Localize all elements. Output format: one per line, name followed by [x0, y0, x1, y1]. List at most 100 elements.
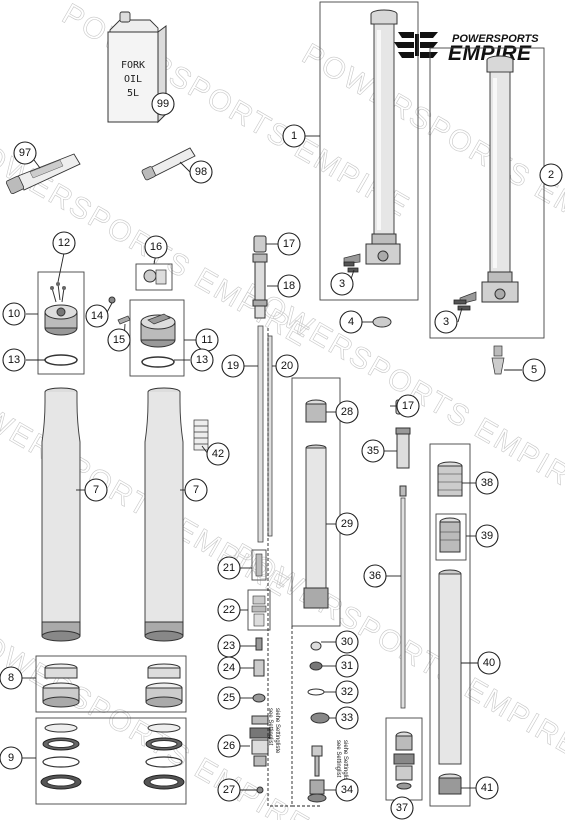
callout-label: 42 [212, 448, 224, 460]
ring-32 [307, 688, 325, 696]
callout: 20 [275, 354, 299, 378]
oil-can-line2: OIL [124, 74, 142, 85]
callout: 15 [107, 328, 131, 352]
callout-label: 2 [548, 169, 554, 181]
callout: 2 [539, 163, 563, 187]
bushings-right [145, 663, 183, 708]
inner-tube-right-7 [144, 387, 184, 642]
callout-label: 27 [223, 784, 235, 796]
callout-label: 14 [91, 310, 103, 322]
callout-label: 23 [223, 640, 235, 652]
screw-15 [117, 315, 131, 325]
callout-label: 98 [195, 166, 207, 178]
callout: 27 [217, 778, 241, 802]
callout: 3 [330, 272, 354, 296]
callout: 18 [277, 274, 301, 298]
piston-39 [435, 513, 467, 561]
oil-can-line1: FORK [121, 60, 145, 71]
washer-25 [252, 693, 266, 703]
settings-note-2-line1: siehe Settingliste [342, 740, 348, 786]
callout: 4 [339, 310, 363, 334]
callout-label: 18 [283, 280, 295, 292]
ball-14 [108, 296, 116, 304]
needle-rod-20 [267, 335, 273, 537]
callout-label: 97 [19, 147, 31, 159]
callout-label: 7 [193, 484, 199, 496]
callouts: 1 2 3 3 4 5 7 7 8 9 10 11 12 13 13 14 15… [0, 92, 563, 820]
inner-tube-left-7 [41, 387, 81, 642]
callout-label: 3 [339, 278, 345, 290]
callout-label: 19 [227, 360, 239, 372]
callout: 11 [195, 328, 219, 352]
spring-clips-42 [193, 419, 209, 451]
cartridge-box [291, 377, 341, 627]
callout-label: 13 [196, 354, 208, 366]
callout: 29 [335, 512, 359, 536]
callout-label: 5 [531, 364, 537, 376]
damper-column-left: siehe Settingliste see Settinglist [247, 235, 280, 794]
callout: 8 [0, 666, 23, 690]
callout: 99 [151, 92, 175, 116]
adjuster-tube-18 [252, 253, 268, 319]
callout: 40 [477, 651, 501, 675]
callout-label: 16 [150, 241, 162, 253]
settings-note-1-line2: see Settinglist [267, 708, 273, 746]
callout: 39 [475, 524, 499, 548]
callout-label: 8 [8, 672, 14, 684]
callout: 7 [184, 478, 208, 502]
callout-label: 37 [396, 802, 408, 814]
washer-31 [309, 661, 323, 671]
top-cap-left-box [37, 271, 85, 375]
cartridge-head-28 [305, 399, 327, 423]
callout: 16 [144, 235, 168, 259]
outer-tube-right-box [429, 47, 545, 339]
callout-label: 15 [113, 334, 125, 346]
callout-label: 38 [481, 477, 493, 489]
callout: 25 [217, 686, 241, 710]
valve-21 [251, 549, 267, 581]
callout-label: 28 [341, 406, 353, 418]
top-cap-right [140, 313, 176, 348]
brand-emblem-icon [394, 32, 438, 58]
cartridge-tube-29 [303, 444, 329, 609]
callout-label: 13 [8, 354, 20, 366]
top-cap-left [44, 282, 78, 336]
callout-label: 17 [283, 238, 295, 250]
callout-label: 41 [481, 782, 493, 794]
callout: 10 [2, 302, 26, 326]
settings-note-1-line1: siehe Settingliste [274, 708, 280, 754]
damper-column-right [385, 399, 423, 801]
callout: 26 [217, 734, 241, 758]
callout-label: 40 [483, 657, 495, 669]
cartridge-column: siehe Settingliste see Settinglist [291, 377, 348, 803]
callout: 41 [475, 776, 499, 800]
callout-label: 9 [8, 752, 14, 764]
callout-label: 25 [223, 692, 235, 704]
callout: 1 [282, 124, 306, 148]
washer-30 [310, 641, 322, 651]
callout-label: 20 [281, 360, 293, 372]
callout: 5 [522, 358, 546, 382]
brand-top-label: POWERSPORTS [452, 33, 539, 45]
brand-logo: POWERSPORTS EMPIRE [394, 32, 539, 65]
piston-rod-19 [257, 325, 264, 543]
callout-label: 24 [223, 662, 235, 674]
callout: 33 [335, 706, 359, 730]
bushing-kit-box [35, 655, 187, 713]
callout: 35 [361, 439, 385, 463]
adjuster-35 [395, 427, 411, 469]
mid-valve-37 [385, 717, 423, 801]
callout: 97 [13, 141, 37, 165]
callout: 13 [2, 348, 26, 372]
outer-tube-left-group [319, 1, 419, 301]
rod-36 [400, 497, 406, 709]
callout: 98 [189, 160, 213, 184]
cap-bolt-17 [253, 235, 267, 253]
callout: 21 [217, 556, 241, 580]
callout-label: 3 [443, 316, 449, 328]
callout: 32 [335, 680, 359, 704]
callout: 28 [335, 400, 359, 424]
o-ring-left-13 [44, 354, 78, 366]
seal-ring-4 [372, 316, 392, 328]
